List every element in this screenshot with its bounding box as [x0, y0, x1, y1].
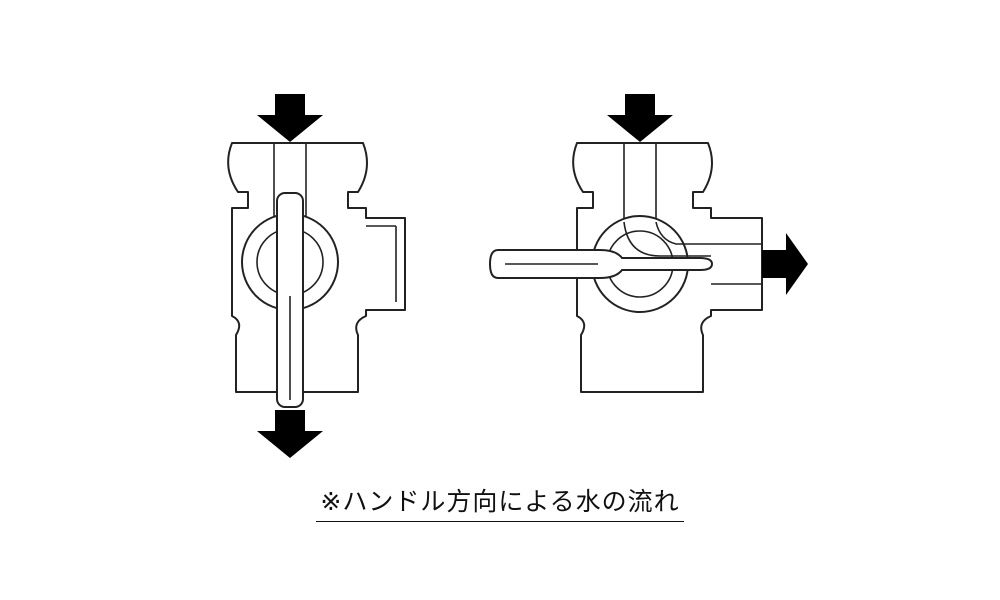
valve-right-flow-path-2	[655, 221, 711, 245]
arrow-in-right	[607, 94, 673, 142]
valve-right-flow-path	[623, 221, 711, 257]
caption: ※ハンドル方向による水の流れ	[0, 482, 1000, 522]
arrow-out-left	[257, 410, 323, 458]
arrow-in-left	[257, 94, 323, 142]
arrow-out-right	[762, 233, 808, 295]
valve-right	[489, 94, 808, 393]
caption-text: ※ハンドル方向による水の流れ	[316, 482, 684, 522]
valve-left	[227, 94, 406, 458]
valve-right-handle[interactable]	[489, 249, 713, 279]
